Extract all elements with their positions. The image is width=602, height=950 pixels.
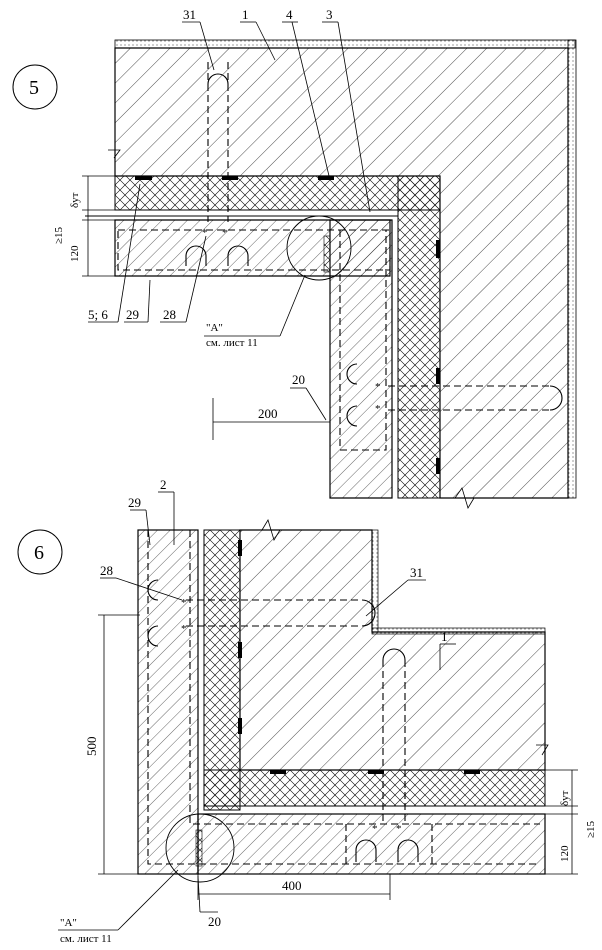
dim-200-lines [212, 387, 330, 440]
anchor-mark-6d: * [396, 823, 402, 835]
callout-leaders-6 [100, 491, 456, 670]
rebar-hooks-6 [147, 579, 419, 862]
dim-thickness-6: δут [559, 790, 571, 806]
break-line-6-top [261, 519, 281, 541]
dim-200: 200 [258, 406, 278, 421]
plaster-layer-top-5 [114, 39, 576, 49]
detail-number-5: 5 [29, 77, 39, 99]
dim-500: 500 [84, 737, 99, 757]
brick-vertical-5 [329, 219, 393, 499]
callout-leaders-5 [182, 21, 371, 213]
detail-5: * * * * 5 31 1 4 3 δут ≥ [12, 7, 577, 509]
dim-gap-5: ≥15 [53, 226, 65, 244]
detail-number-circle-5 [12, 64, 58, 110]
anchor-strips-6 [238, 540, 480, 774]
dim-120-5: 120 [69, 245, 81, 262]
callout-28-6: 28 [100, 563, 113, 578]
break-line-6-right [536, 744, 549, 756]
anchor-mark-5a: * [202, 227, 208, 239]
callout-3-5: 3 [326, 7, 333, 22]
label-29-5: 29 [126, 307, 139, 322]
brick-vertical-6 [137, 529, 199, 875]
plaster-layer-right-5 [567, 39, 577, 499]
anchor-mark-6c: * [372, 823, 378, 835]
dimension-lines-6 [545, 769, 578, 875]
label-28-5: 28 [163, 307, 176, 322]
detail-6: 6 [17, 477, 597, 945]
dim-gap-6: ≥15 [585, 820, 597, 838]
dim-400: 400 [282, 878, 302, 893]
reinforcement-5 [117, 62, 550, 451]
callout-20-6: 20 [208, 914, 221, 929]
detail-number-6: 6 [34, 542, 44, 564]
callout-31-5: 31 [183, 7, 196, 22]
reinforcement-6 [147, 530, 540, 865]
callout-29-6: 29 [128, 495, 141, 510]
insulation-vertical-5 [397, 175, 441, 499]
callout-31-6: 31 [410, 565, 423, 580]
rebar-hooks-5 [185, 73, 563, 427]
dim-500-lines [98, 614, 140, 875]
ref-leader-6 [58, 869, 218, 931]
anchor-mark-5b: * [222, 227, 228, 239]
bottom-leaders-5 [88, 183, 306, 337]
dim-thickness-5: δут [69, 192, 81, 208]
detail-a-circle-6 [165, 813, 235, 883]
callout-2-6: 2 [160, 477, 167, 492]
sealant-strip-5 [323, 235, 331, 273]
anchor-mark-6a: * [181, 597, 187, 609]
ref-sheet-5: см. лист 11 [206, 337, 258, 349]
detail-number-circle-6 [17, 529, 63, 575]
insulation-vertical-6 [203, 529, 241, 811]
anchor-mark-6b: * [181, 623, 187, 635]
label-5-6: 5; 6 [88, 307, 108, 322]
plaster-6-b [371, 627, 546, 635]
break-line-5-bottom [454, 487, 475, 509]
dimension-lines-5 [82, 175, 115, 277]
break-line-5-left [108, 149, 121, 159]
concrete-wall-6 [239, 529, 546, 771]
callout-4-5: 4 [286, 7, 293, 22]
detail-a-circle-5 [286, 215, 352, 281]
ref-a-label-6: "A" [60, 917, 77, 929]
ref-sheet-6: см. лист 11 [60, 933, 112, 945]
insulation-horizontal-6 [203, 769, 546, 807]
anchor-strips-5 [135, 176, 440, 474]
anchor-mark-5d: * [375, 403, 381, 415]
callout-1-6: 1 [441, 629, 448, 644]
anchor-mark-5c: * [375, 381, 381, 393]
insulation-horizontal-5 [114, 175, 441, 211]
dim-120-6: 120 [559, 845, 571, 862]
ref-a-label-5: "A" [206, 322, 223, 334]
callout-20-5: 20 [292, 372, 305, 387]
sealant-strip-6 [195, 829, 203, 867]
callout-1-5: 1 [242, 7, 249, 22]
